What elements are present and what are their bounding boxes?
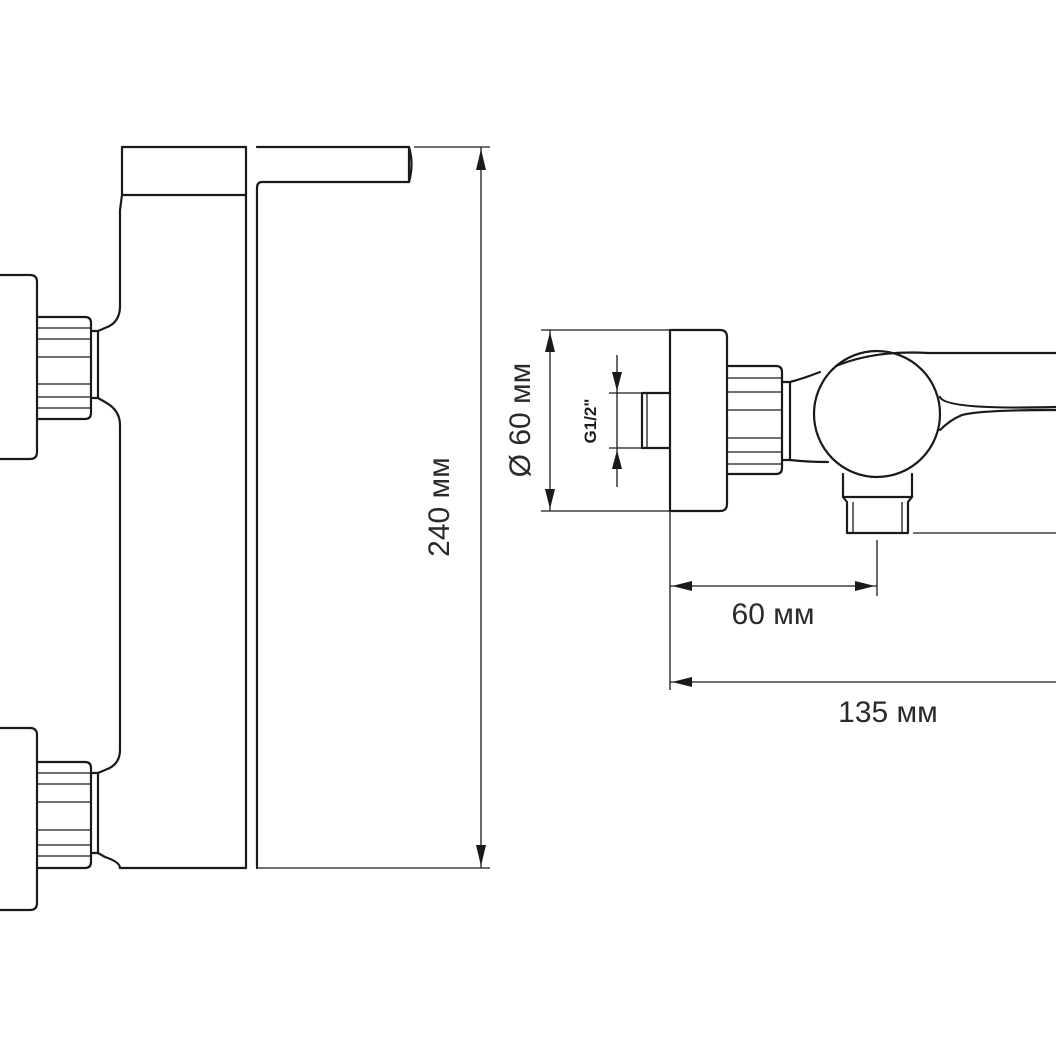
side-thread-pipe [640,391,672,450]
diameter-dimension-label: Ø 60 мм [504,363,537,478]
thread-dimension [609,355,642,487]
depth-dimension-label: 60 мм [732,598,815,631]
side-connector-arm [788,370,830,464]
lower-hex-nut [35,760,100,870]
diameter-dimension [541,329,670,512]
height-dimension [257,146,490,869]
thread-dimension-label: G1/2" [581,399,600,444]
upper-hex-nut [35,315,100,421]
front-lever [120,145,413,199]
height-dimension-label: 240 мм [423,457,456,557]
side-outlet [841,472,1056,535]
front-body [96,193,259,870]
front-view: 240 мм [0,145,490,912]
upper-flange [0,273,39,461]
side-flange [668,328,729,513]
side-cartridge-body [812,349,942,479]
side-lever [834,351,1056,432]
depth-dimension [669,511,878,690]
lower-flange [0,726,39,912]
width-dimension [670,677,1056,687]
side-hex-nut [725,364,792,476]
side-view: Ø 60 мм G1/2" 60 мм 135 мм [504,328,1056,729]
width-dimension-label: 135 мм [838,696,938,729]
